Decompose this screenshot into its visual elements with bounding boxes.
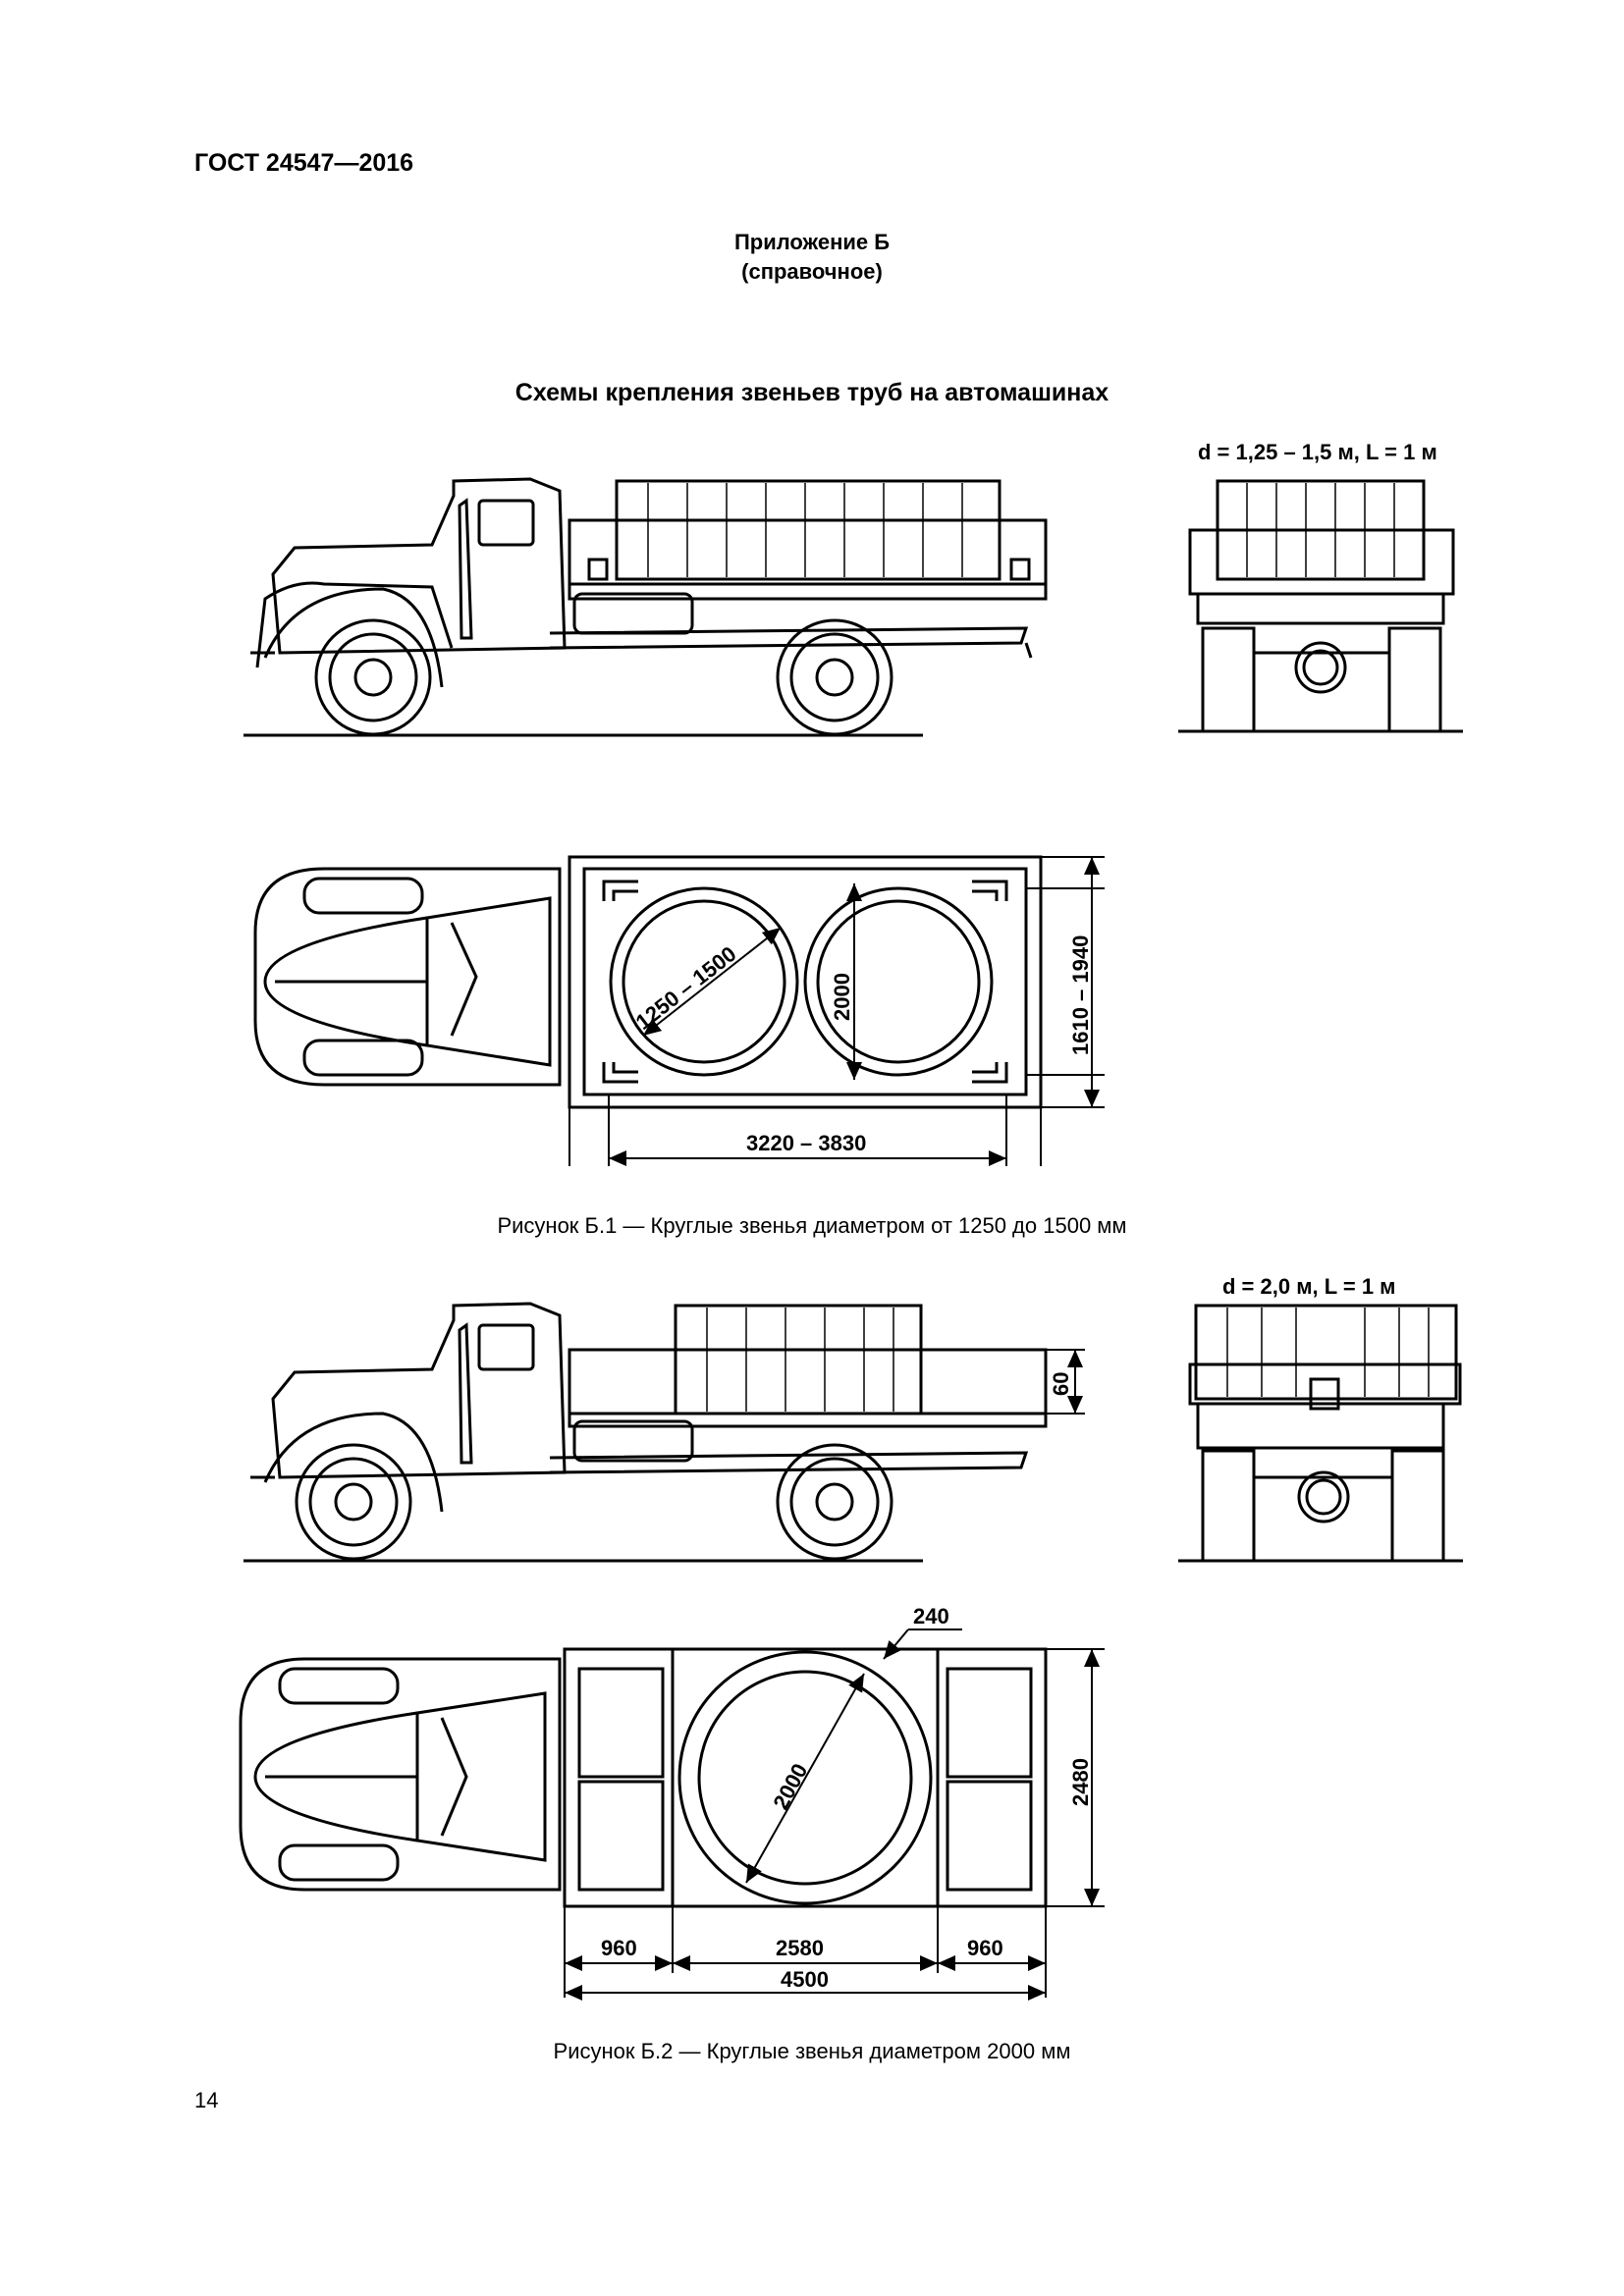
fig2-dim-wall: 240 <box>913 1604 949 1629</box>
fig2-dim-height-side: 60 <box>1049 1372 1073 1396</box>
fig2-top-view <box>239 1629 1105 2001</box>
fig1-params-label: d = 1,25 – 1,5 м, L = 1 м <box>1198 440 1437 464</box>
figure1-caption: Рисунок Б.1 — Круглые звенья диаметром о… <box>497 1213 1127 1238</box>
fig1-top-view <box>253 855 1105 1166</box>
fig1-side-view <box>244 477 1048 737</box>
fig1-dim-width: 1610 – 1940 <box>1068 935 1093 1055</box>
fig2-params-label: d = 2,0 м, L = 1 м <box>1222 1274 1395 1299</box>
figure2-caption: Рисунок Б.2 — Круглые звенья диаметром 2… <box>553 2039 1071 2063</box>
fig2-dim-right: 960 <box>967 1936 1003 1960</box>
fig2-dim-diameter: 2000 <box>768 1759 812 1813</box>
fig2-dim-middle: 2580 <box>776 1936 824 1960</box>
appendix-note: (справочное) <box>741 259 883 284</box>
page-number: 14 <box>194 2088 219 2112</box>
fig2-dim-width: 2480 <box>1068 1758 1093 1806</box>
section-title: Схемы крепления звеньев труб на автомаши… <box>514 379 1110 406</box>
fig1-rear-view <box>1178 479 1463 733</box>
fig2-rear-view <box>1178 1304 1463 1563</box>
fig1-dim-diameter: 1250 – 1500 <box>631 941 741 1035</box>
fig1-dim-length: 3220 – 3830 <box>746 1131 866 1155</box>
fig2-dim-left: 960 <box>601 1936 637 1960</box>
fig1-dim-height: 2000 <box>830 973 854 1021</box>
fig2-side-view <box>244 1302 1085 1563</box>
appendix-title: Приложение Б <box>733 230 891 254</box>
document-header: ГОСТ 24547—2016 <box>194 149 414 177</box>
fig2-dim-total: 4500 <box>781 1967 829 1992</box>
